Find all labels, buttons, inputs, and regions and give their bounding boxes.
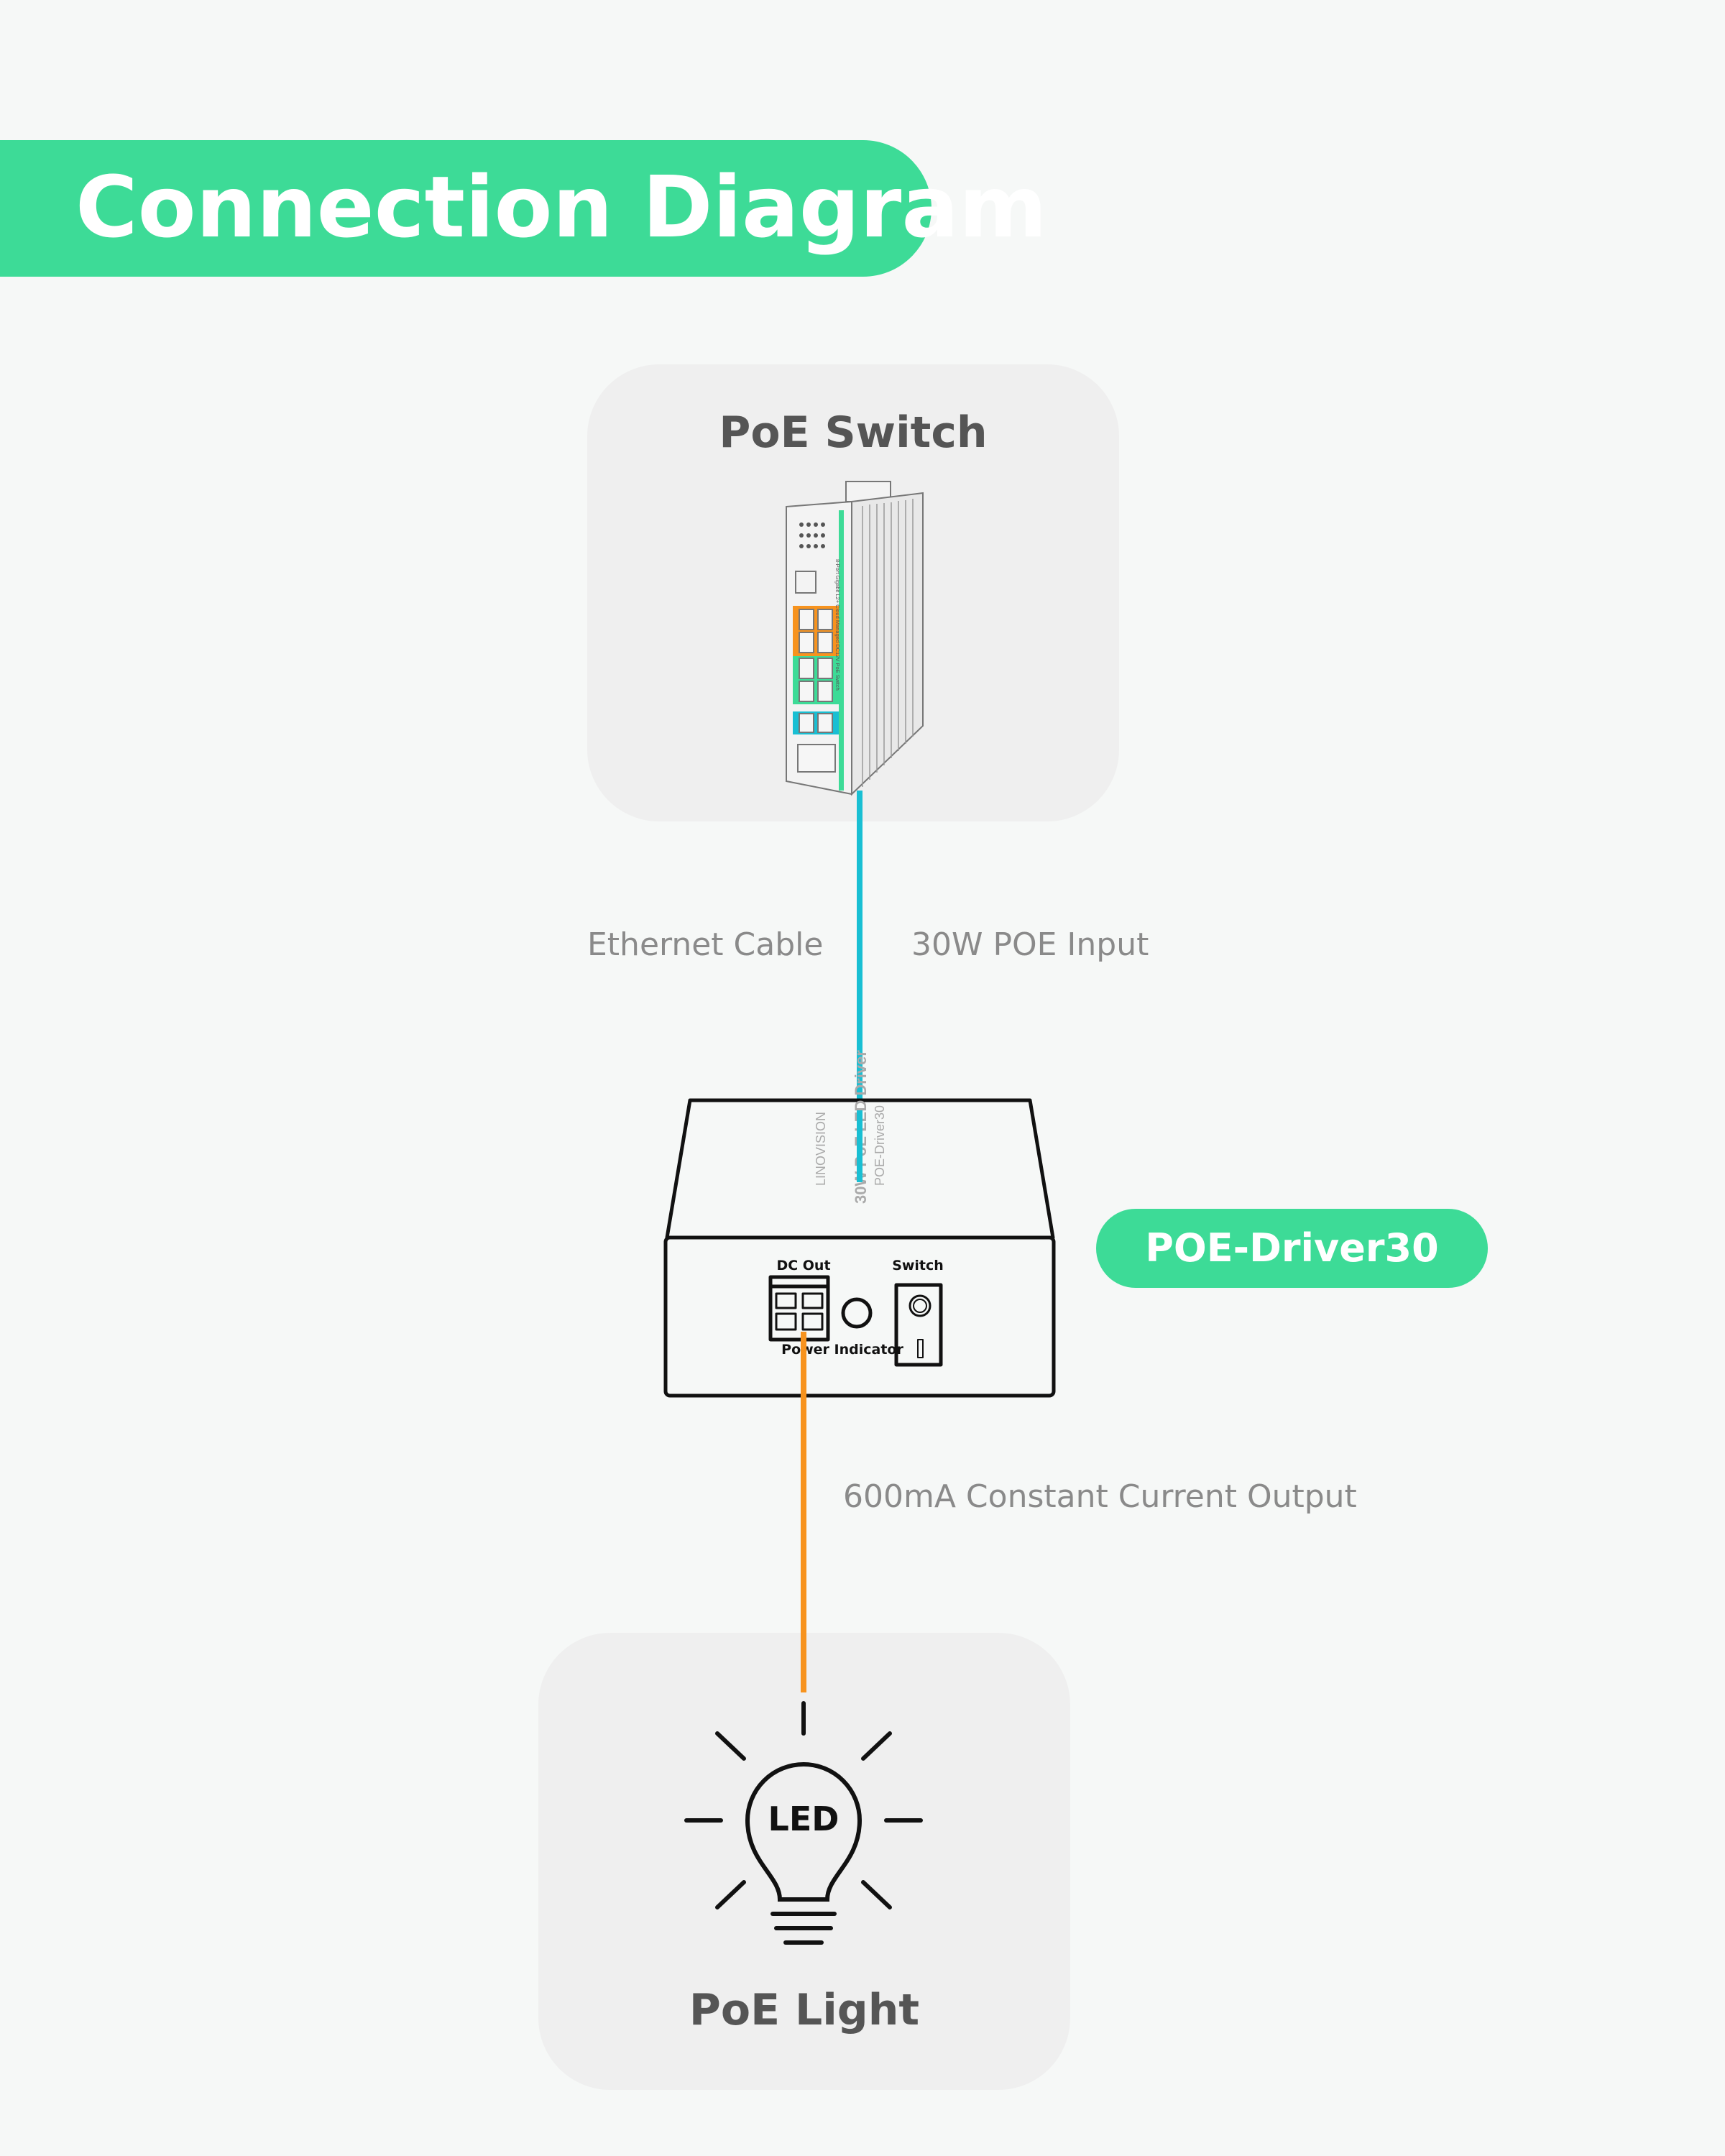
switch-model-text: 8-Port Gigabit L2+ Cloud Managed DC12V P… [834, 559, 841, 691]
led-bulb-icon [684, 1701, 923, 1945]
page-title: Connection Diagram [75, 157, 1047, 257]
output-label: 600mA Constant Current Output [843, 1478, 1357, 1515]
poe-switch-title: PoE Switch [719, 407, 988, 458]
driver-name-badge: POE-Driver30 [1096, 1209, 1488, 1288]
title-banner [0, 140, 932, 277]
poe-switch-device [786, 481, 924, 796]
led-text: LED [768, 1800, 840, 1838]
driver-top-model: POE-Driver30 [873, 1105, 887, 1186]
driver-top-text: LINOVISION 30W PoE LED Driver POE-Driver… [814, 1050, 887, 1204]
dc-out-label: DC Out [776, 1258, 830, 1273]
poe-input-label: 30W POE Input [911, 926, 1149, 963]
switch-label: Switch [892, 1258, 944, 1273]
poe-light-title: PoE Light [689, 1985, 920, 2035]
ethernet-cable-label: Ethernet Cable [587, 926, 824, 963]
power-indicator-label: Power Indicator [781, 1342, 903, 1358]
driver-top-brand: LINOVISION [814, 1112, 828, 1186]
